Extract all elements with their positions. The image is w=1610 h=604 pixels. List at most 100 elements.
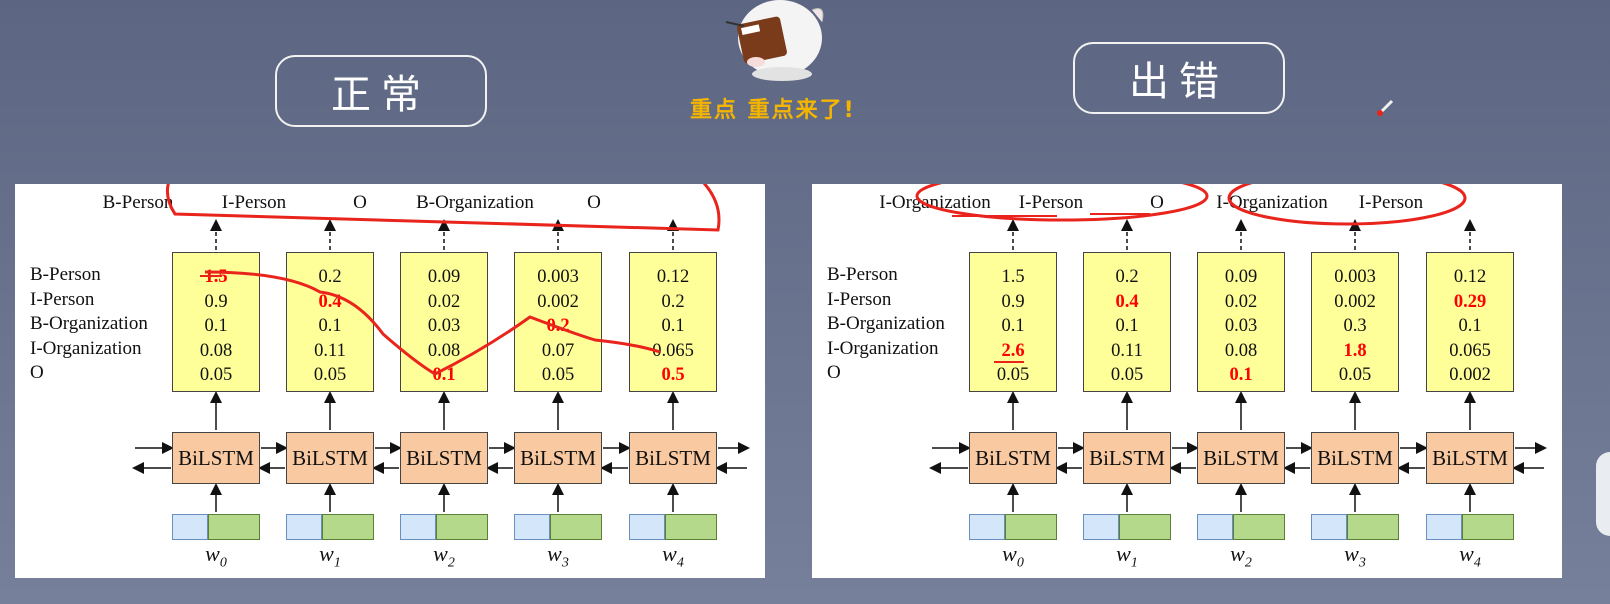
- score: 0.02: [1224, 291, 1258, 312]
- output-tag: O: [353, 192, 367, 213]
- bilstm-cell: BiLSTM: [1311, 432, 1399, 484]
- score: 0.09: [427, 267, 461, 287]
- score: 0.11: [1111, 340, 1143, 361]
- score: 0.4: [1115, 291, 1139, 312]
- word-embedding: [1197, 514, 1285, 540]
- output-tag: O: [587, 192, 601, 213]
- word-embedding: [286, 514, 374, 540]
- output-tag: I-Organization: [1216, 192, 1328, 213]
- word-label: w0: [1002, 541, 1024, 571]
- word-label: w4: [1459, 541, 1481, 571]
- score: 0.12: [656, 267, 690, 287]
- word-embedding: [1083, 514, 1171, 540]
- score-box: 0.2 0.4 0.1 0.11 0.05: [286, 252, 374, 392]
- bilstm-cell: BiLSTM: [400, 432, 488, 484]
- handwritten-annotations: [915, 184, 1467, 363]
- row-label: I-Organization: [827, 337, 939, 359]
- row-label: B-Organization: [827, 313, 945, 334]
- score-box: 0.2 0.4 0.1 0.11 0.05: [1083, 252, 1171, 392]
- word-label: w1: [1116, 541, 1138, 571]
- bilstm-cell: BiLSTM: [1197, 432, 1285, 484]
- tag-labels: B-Person I-Person B-Organization I-Organ…: [827, 263, 945, 386]
- bilstm-cell: BiLSTM: [1426, 432, 1514, 484]
- score: 0.9: [1001, 291, 1025, 312]
- score: 0.1: [1001, 316, 1025, 336]
- score: 0.05: [996, 365, 1030, 385]
- bilstm-cell: BiLSTM: [286, 432, 374, 484]
- score: 0.05: [541, 365, 575, 385]
- score: 0.02: [427, 291, 461, 312]
- score: 2.6: [1001, 340, 1025, 361]
- score: 0.002: [1449, 365, 1491, 385]
- panel-error: I-Organization I-Person O I-Organization…: [812, 184, 1562, 578]
- score: 0.2: [1115, 267, 1139, 287]
- flow-arrows: [929, 219, 1547, 512]
- score: 0.08: [199, 340, 233, 361]
- word-embedding: [172, 514, 260, 540]
- row-label: O: [30, 362, 44, 383]
- row-label: I-Person: [827, 288, 892, 310]
- row-label: B-Person: [30, 264, 101, 285]
- score: 0.03: [427, 316, 461, 336]
- score: 0.03: [1224, 316, 1258, 336]
- score: 0.3: [1343, 316, 1367, 336]
- score: 0.1: [1229, 365, 1253, 385]
- word-label: w3: [547, 541, 569, 571]
- hamster-mascot-icon: [725, 0, 824, 81]
- score: 0.002: [537, 291, 579, 312]
- header-normal: 正常: [275, 55, 487, 127]
- score: 0.9: [204, 291, 228, 312]
- word-label: w0: [205, 541, 227, 571]
- score: 0.2: [318, 267, 342, 287]
- bilstm-cell: BiLSTM: [1083, 432, 1171, 484]
- score-box: 0.12 0.2 0.1 0.065 0.5: [629, 252, 717, 392]
- score: 0.11: [314, 340, 346, 361]
- score: 0.1: [318, 316, 342, 336]
- word-embedding: [1426, 514, 1514, 540]
- error-tags-circle-annotation: [1227, 184, 1467, 226]
- row-label: B-Person: [827, 264, 898, 285]
- header-error: 出错: [1073, 42, 1285, 114]
- word-embedding: [969, 514, 1057, 540]
- score-box: 1.5 0.9 0.1 2.6 0.05: [969, 252, 1057, 392]
- best-path-annotation: [204, 270, 661, 376]
- word-embedding: [629, 514, 717, 540]
- score: 0.065: [1449, 340, 1491, 361]
- row-label: I-Organization: [30, 337, 142, 359]
- side-scroll-tab[interactable]: [1596, 452, 1610, 536]
- score: 1.5: [1001, 267, 1025, 287]
- score: 0.1: [661, 316, 685, 336]
- row-label: O: [827, 362, 841, 383]
- score-box: 0.003 0.002 0.2 0.07 0.05: [514, 252, 602, 392]
- bilstm-cell: BiLSTM: [629, 432, 717, 484]
- score: 0.07: [541, 340, 575, 361]
- word-label: w3: [1344, 541, 1366, 571]
- score: 0.065: [652, 340, 694, 361]
- word-label: w2: [1230, 541, 1252, 571]
- score: 0.1: [432, 365, 456, 385]
- score: 0.05: [1110, 365, 1144, 385]
- bilstm-cell: BiLSTM: [969, 432, 1057, 484]
- bilstm-cell: BiLSTM: [514, 432, 602, 484]
- score: 0.003: [1334, 267, 1376, 287]
- word-label: w2: [433, 541, 455, 571]
- word-label: w1: [319, 541, 341, 571]
- score: 1.8: [1343, 340, 1367, 361]
- output-tag: I-Person: [1358, 192, 1424, 213]
- score: 0.08: [427, 340, 461, 361]
- row-label: I-Person: [30, 288, 95, 310]
- handwritten-annotations: [165, 184, 721, 376]
- score: 0.05: [199, 365, 233, 385]
- score: 0.002: [1334, 291, 1376, 312]
- output-tag: I-Person: [1018, 192, 1084, 213]
- panel-normal: B-Person I-Person O B-Organization O B-P…: [15, 184, 765, 578]
- score: 0.05: [1338, 365, 1372, 385]
- score: 0.5: [661, 365, 685, 385]
- pen-cursor-icon: [1377, 99, 1394, 116]
- output-tag: B-Organization: [416, 192, 534, 213]
- score: 0.2: [661, 291, 685, 312]
- score-box: 0.12 0.29 0.1 0.065 0.002: [1426, 252, 1514, 392]
- score: 0.1: [204, 316, 228, 336]
- score: 0.003: [537, 267, 579, 287]
- score: 0.05: [313, 365, 347, 385]
